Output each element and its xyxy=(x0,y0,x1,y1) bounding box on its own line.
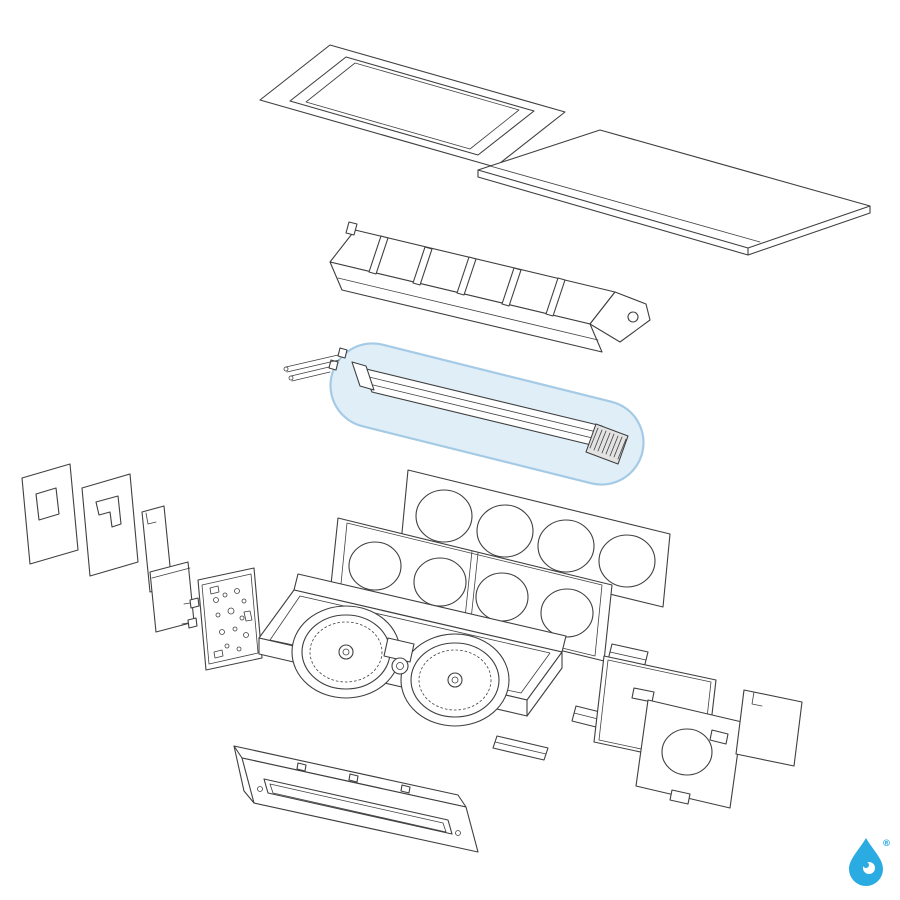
fan-outlet-hole xyxy=(540,588,594,638)
panel-cutout xyxy=(35,487,60,521)
front-panel xyxy=(233,745,479,853)
right-side-panel-2 xyxy=(635,699,743,809)
top-grille-frame xyxy=(259,44,566,168)
screw-hole xyxy=(455,830,461,836)
motor-body xyxy=(391,657,409,675)
bracket-fold xyxy=(609,651,647,661)
bracket-fold xyxy=(151,567,191,579)
board-connector xyxy=(187,617,198,629)
air-louver-assembly xyxy=(329,221,651,353)
flange-tab xyxy=(348,773,359,783)
pipe-end xyxy=(288,375,294,381)
chassis-pan-inner xyxy=(269,595,551,694)
fan-outlet-hole xyxy=(415,489,473,543)
fan-outlet-hole xyxy=(598,534,656,588)
front-panel-slot-inner xyxy=(269,783,447,833)
louver-fold-line xyxy=(337,277,599,341)
louver-fin xyxy=(501,267,522,307)
flange-tab xyxy=(296,762,307,772)
grille-slot xyxy=(305,62,520,150)
panel-face xyxy=(81,473,139,577)
rear-fan-outlet-plate xyxy=(400,469,671,608)
rear-plate-face xyxy=(400,469,671,608)
fan-motor xyxy=(383,637,415,675)
board-connector xyxy=(189,597,200,609)
chassis-right-wall xyxy=(526,651,563,717)
control-board xyxy=(181,567,263,671)
front-panel-end-cap xyxy=(233,745,255,804)
pcb-components xyxy=(209,585,253,659)
panel-tab xyxy=(669,789,691,805)
fan-outlet-hole xyxy=(476,504,534,558)
cover-fold-line xyxy=(489,165,761,243)
front-panel-slot xyxy=(263,778,453,835)
louver-left-tab xyxy=(345,221,358,236)
blade-texture xyxy=(418,649,492,711)
coil-tube-line xyxy=(368,383,610,443)
motor-mount xyxy=(383,637,415,663)
panel-face xyxy=(21,463,79,565)
louver-fin xyxy=(368,235,389,275)
front-plate-border xyxy=(339,522,603,657)
motor-shaft xyxy=(396,662,404,670)
flange-tab xyxy=(400,784,411,794)
wheel-hub xyxy=(338,644,354,660)
pipe-stub xyxy=(328,359,339,371)
panel-notch xyxy=(751,691,763,707)
grille-inner-frame xyxy=(289,56,535,156)
coil-fin-pack xyxy=(585,423,629,465)
board-border xyxy=(201,573,259,665)
coil-manifold xyxy=(351,361,375,391)
clip-bracket xyxy=(492,735,549,761)
fan-outlet-hole xyxy=(413,557,467,607)
louver-fin xyxy=(412,246,433,286)
brand-logo: ® xyxy=(849,838,891,886)
front-panel-face xyxy=(241,757,479,853)
panel-face xyxy=(635,699,743,809)
wheel-hub xyxy=(447,672,463,688)
panel-notch xyxy=(145,512,157,525)
panel-circle-cutout xyxy=(661,728,713,776)
top-cover-panel xyxy=(477,129,871,256)
connector-wire xyxy=(181,622,189,625)
coil-tube-line xyxy=(364,375,606,435)
coil-fin-hatch xyxy=(589,427,627,460)
screw-hole xyxy=(257,786,263,792)
louver-pivot xyxy=(627,311,639,323)
connector-wire xyxy=(183,602,191,605)
panel-cutout xyxy=(95,495,122,528)
pipe-stub xyxy=(337,347,348,359)
bracket-fold xyxy=(494,741,547,755)
panel-hole xyxy=(709,729,729,745)
pipe-end xyxy=(283,366,289,372)
louver-fin xyxy=(545,277,566,317)
side-panel-left-1 xyxy=(21,463,79,565)
coil-pipes xyxy=(283,347,348,382)
panel-face xyxy=(735,689,803,767)
right-side-panel-3 xyxy=(735,689,803,767)
board-face xyxy=(197,567,263,671)
heat-exchanger-coil xyxy=(283,342,645,486)
fan-outlet-hole xyxy=(537,519,595,573)
mounting-bracket xyxy=(149,561,195,633)
cover-face xyxy=(477,129,871,249)
side-panel-left-2 xyxy=(81,473,139,577)
louver-fin xyxy=(456,256,477,296)
logo-swirl-dot xyxy=(863,862,869,868)
louver-end-cap xyxy=(589,291,651,343)
blower-wheel-right xyxy=(400,633,510,727)
registered-trademark: ® xyxy=(882,839,891,849)
blade-texture xyxy=(309,621,383,683)
fan-outlet-hole xyxy=(348,541,402,591)
blower-wheel-left xyxy=(291,605,401,699)
